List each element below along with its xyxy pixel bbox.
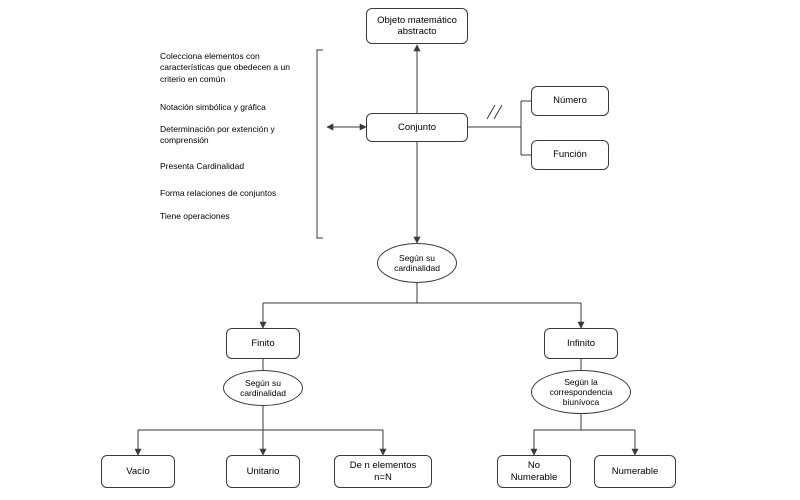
node-objeto-matematico-abstracto[interactable]: Objeto matemático abstracto bbox=[366, 8, 468, 44]
node-unitario[interactable]: Unitario bbox=[226, 455, 300, 488]
node-label: Finito bbox=[251, 337, 275, 349]
node-infinito[interactable]: Infinito bbox=[544, 328, 618, 359]
node-label: Vacío bbox=[126, 465, 150, 477]
feature-item-4: Forma relaciones de conjuntos bbox=[160, 188, 277, 198]
node-label: Conjunto bbox=[397, 121, 437, 133]
node-numero[interactable]: Número bbox=[531, 86, 609, 116]
feature-item-5: Tiene operaciones bbox=[160, 211, 230, 221]
node-conjunto[interactable]: Conjunto bbox=[366, 113, 468, 142]
node-label: Número bbox=[553, 95, 587, 107]
node-infinito-criterio[interactable]: Según la correspondencia biunívoca bbox=[531, 370, 631, 414]
feature-item-3: Presenta Cardinalidad bbox=[160, 161, 245, 171]
node-de-n-elementos[interactable]: De n elementos n=N bbox=[334, 455, 432, 488]
node-label: De n elementos n=N bbox=[349, 460, 417, 483]
node-label: Unitario bbox=[246, 465, 280, 477]
node-vacio[interactable]: Vacío bbox=[101, 455, 175, 488]
node-label: Según su cardinalidad bbox=[240, 377, 286, 398]
node-label: No Numerable bbox=[510, 460, 558, 483]
node-label: Infinito bbox=[567, 337, 595, 349]
node-finito[interactable]: Finito bbox=[226, 328, 300, 359]
node-no-numerable[interactable]: No Numerable bbox=[497, 455, 571, 488]
node-label: Función bbox=[553, 149, 587, 161]
node-segun-su-cardinalidad-main[interactable]: Según su cardinalidad bbox=[377, 243, 457, 283]
node-funcion[interactable]: Función bbox=[531, 140, 609, 170]
node-label: Según la correspondencia biunívoca bbox=[549, 376, 613, 407]
node-label: Numerable bbox=[611, 465, 659, 477]
node-numerable[interactable]: Numerable bbox=[594, 455, 676, 488]
node-finito-criterio[interactable]: Según su cardinalidad bbox=[223, 370, 303, 406]
node-label: Objeto matemático abstracto bbox=[377, 14, 457, 37]
feature-item-1: Notación simbólica y gráfica bbox=[160, 102, 266, 112]
feature-item-2: Determinación por extención y comprensió… bbox=[160, 124, 275, 146]
node-label: Según su cardinalidad bbox=[394, 252, 440, 273]
feature-item-0: Colecciona elementos con características… bbox=[160, 51, 290, 84]
